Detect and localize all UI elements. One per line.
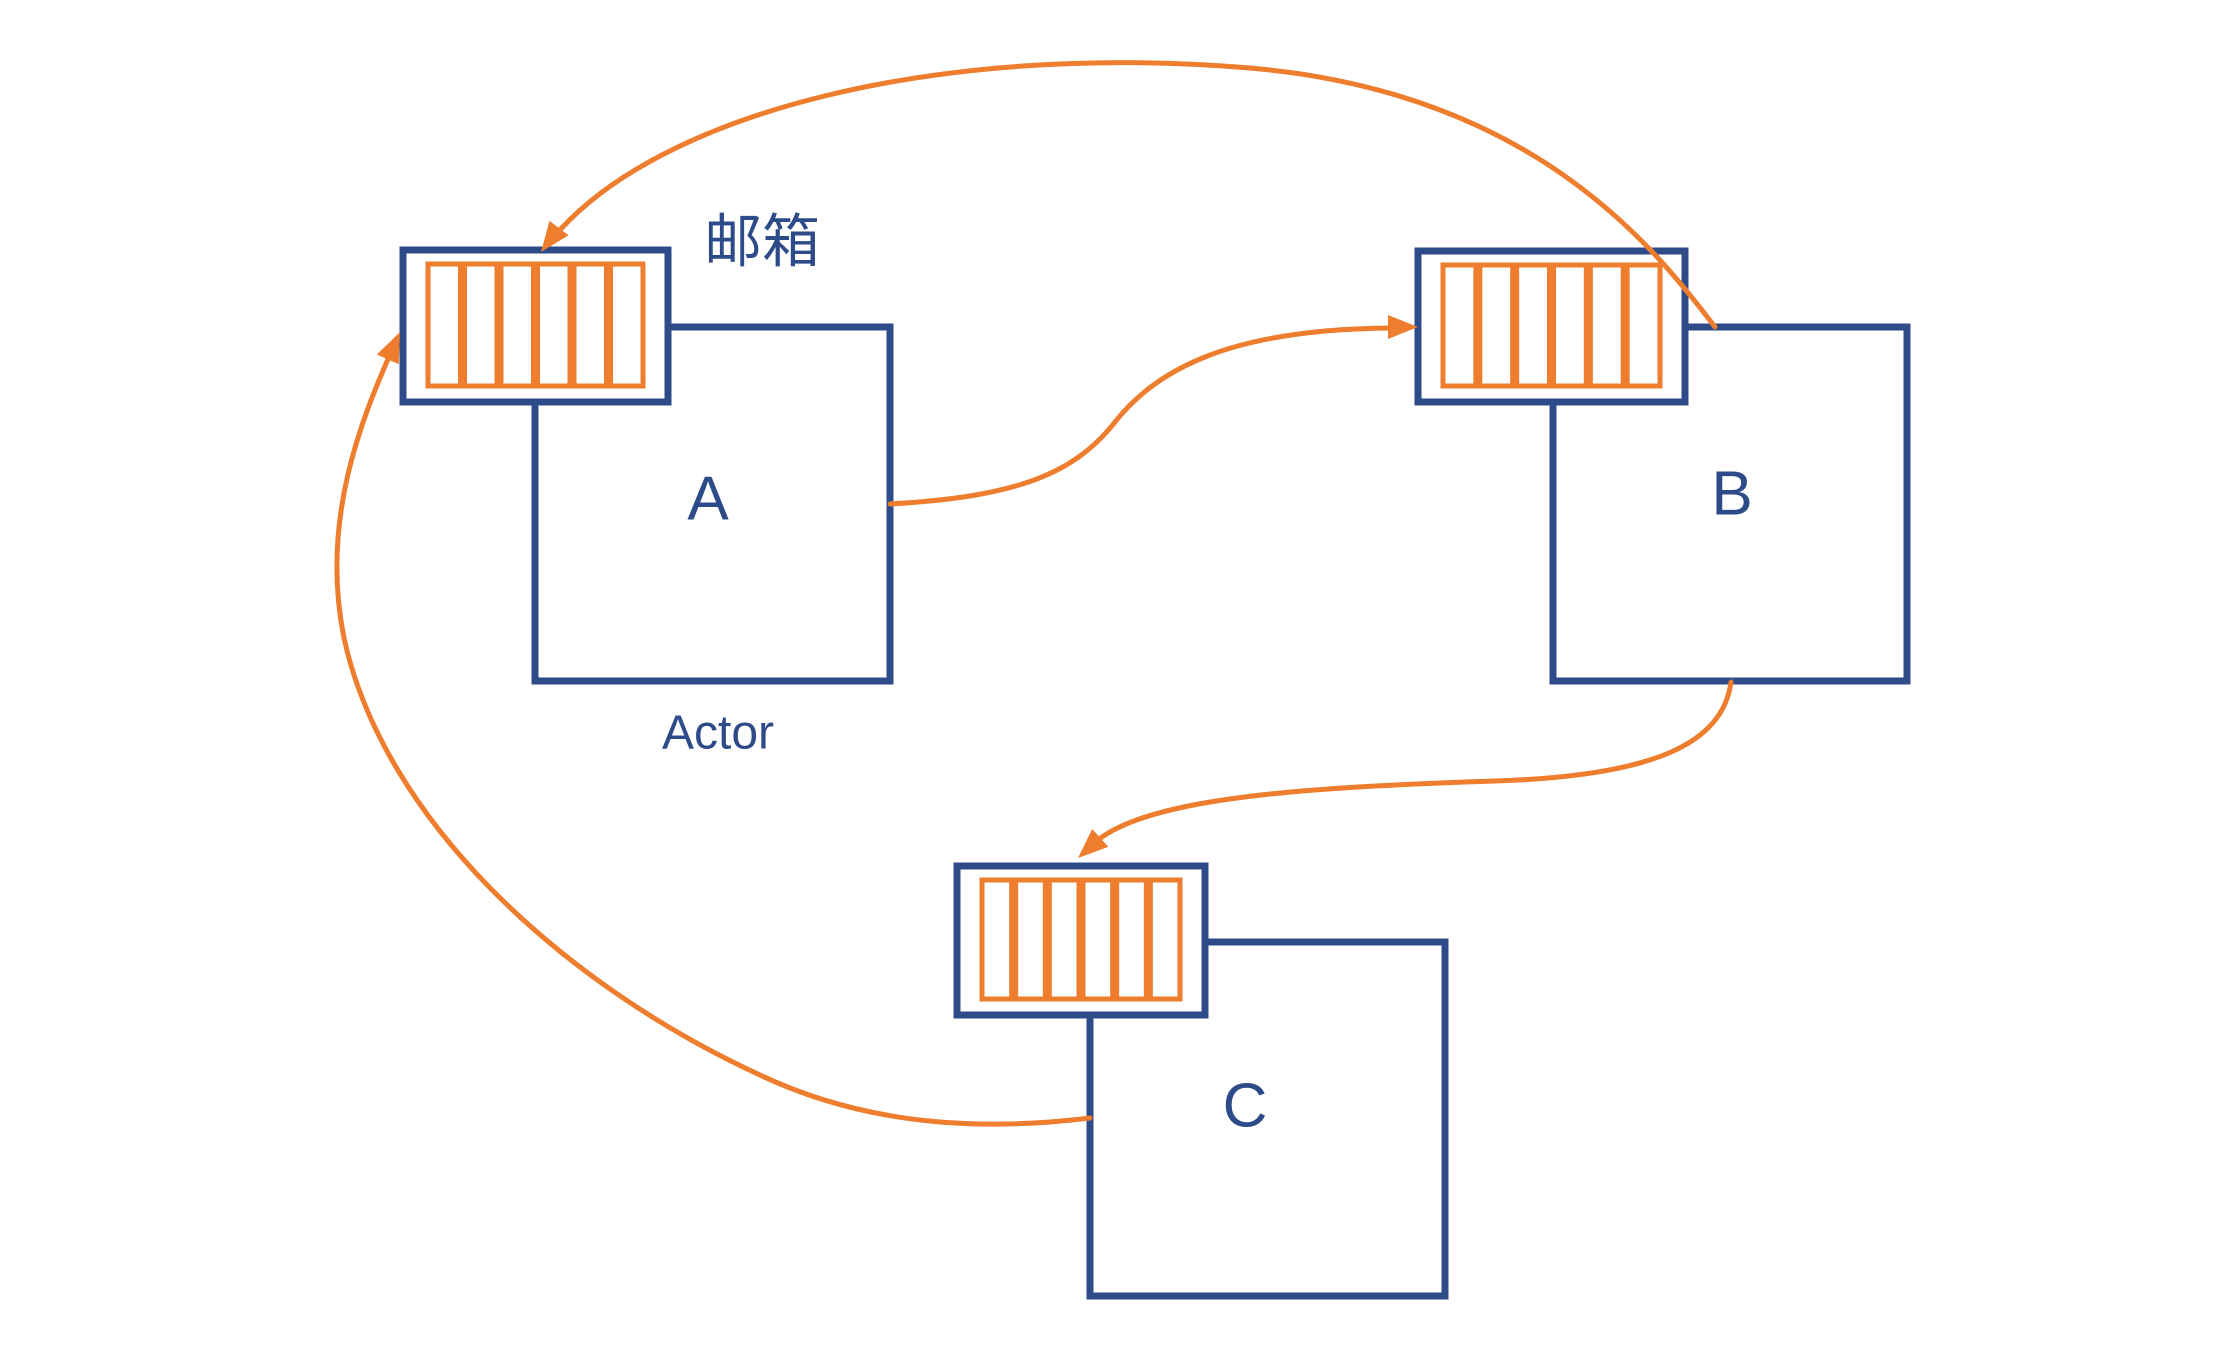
mailbox-A-cell: [425, 261, 463, 389]
mailbox-B-cell: [1587, 262, 1626, 389]
mailbox-A-cell: [535, 261, 573, 389]
arrow-b-to-c-mailbox: [1095, 679, 1734, 843]
arrow-c-to-a-mailbox-head: [376, 332, 400, 365]
arrow-a-to-b-mailbox-head: [1388, 315, 1418, 339]
mailbox-B-cell: [1514, 262, 1552, 389]
mailbox-A-cell: [571, 261, 609, 389]
arrow-a-to-b-mailbox: [887, 325, 1395, 507]
mailbox-B-cell: [1551, 262, 1589, 389]
mailbox-B-cell: [1440, 262, 1479, 389]
actor-label-B: B: [1711, 460, 1752, 529]
mailbox-B-cell: [1477, 262, 1516, 389]
arrow-b-to-a-mailbox-head: [541, 220, 569, 252]
actor-label-A: A: [687, 465, 729, 534]
actor-label-C: C: [1223, 1072, 1268, 1141]
mailbox-label: 邮箱: [704, 210, 820, 275]
actor-label: Actor: [662, 707, 774, 760]
mailbox-C-cell: [1147, 877, 1183, 1002]
mailbox-A-cell: [462, 261, 500, 389]
arrow-b-to-c-mailbox-head: [1078, 829, 1109, 858]
mailbox-B-cell: [1624, 262, 1663, 389]
mailbox-C-cell: [979, 877, 1015, 1002]
mailbox-C-cell: [1080, 877, 1116, 1002]
mailbox-C-cell: [1046, 877, 1082, 1002]
mailbox-A-cell: [498, 261, 536, 389]
arrow-c-to-a-mailbox: [334, 347, 1093, 1127]
arrow-b-to-a-mailbox: [550, 60, 1718, 330]
mailbox-C-cell: [1114, 877, 1149, 1002]
mailbox-A-cell: [608, 261, 646, 389]
mailbox-C-cell: [1013, 877, 1048, 1002]
